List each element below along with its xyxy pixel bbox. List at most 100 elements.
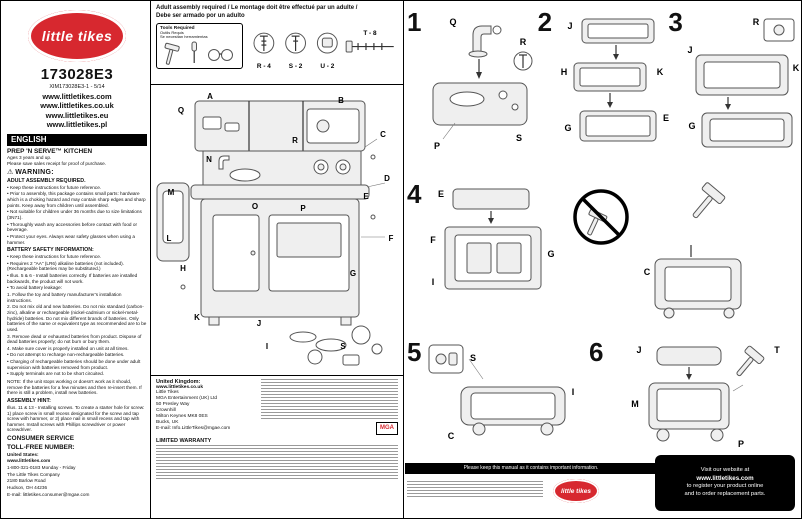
- service-region: United States:: [7, 451, 39, 457]
- part-label: C: [448, 431, 455, 441]
- panel-upper: [695, 54, 789, 96]
- screwdriver-icon: [191, 41, 197, 64]
- uk-line: Milton Keynes MK8 0ES: [156, 414, 208, 420]
- part-label: G: [689, 121, 696, 131]
- step-2-number: 2: [537, 7, 553, 37]
- battery-line: • Requires 2 "AA" (LR6) alkaline batteri…: [7, 260, 125, 272]
- step-5-diagram: S I C: [428, 344, 575, 441]
- part-label: P: [300, 204, 306, 213]
- panel-middle: [573, 62, 647, 92]
- header-en: Adult assembly required: [156, 5, 227, 11]
- battery-line: 1. Follow the toy and battery manufactur…: [7, 292, 122, 303]
- registered-mark: ®: [114, 48, 118, 54]
- part-label: M: [631, 399, 639, 409]
- part-label: E: [438, 189, 444, 199]
- tools-title: Tools Required: [160, 25, 195, 31]
- part-label: A: [207, 92, 213, 101]
- part-label: P: [738, 439, 744, 449]
- backsplash-part: [202, 150, 362, 185]
- part-label: C: [380, 130, 386, 139]
- part-label: K: [656, 67, 663, 77]
- assembled-base-part: [654, 245, 742, 319]
- hammer-icon: [164, 42, 180, 65]
- part-label: L: [167, 234, 172, 243]
- step-5: 5 S I C: [405, 333, 587, 455]
- exploded-view-section: A B C D E F G H I J K L M N O P Q R S: [151, 85, 403, 375]
- part-label: C: [644, 267, 651, 277]
- faucet-part: [468, 25, 502, 58]
- part-label: I: [432, 277, 435, 287]
- screw-dot: [370, 214, 376, 219]
- screw-s-icon: [285, 32, 307, 53]
- part-label: F: [430, 235, 436, 245]
- warning-icon: ⚠: [7, 168, 14, 176]
- exploded-diagram: A B C D E F G H I J K L M N O P Q R S: [156, 92, 394, 365]
- warning-bullet: • Thoroughly wash any accessories before…: [7, 221, 138, 233]
- screw-dot: [180, 284, 186, 289]
- part-label: E: [663, 113, 669, 123]
- website-link: www.littletikes.co.uk: [40, 101, 114, 111]
- part-callout: [428, 344, 464, 374]
- uk-line: Bucks, UK: [156, 420, 179, 426]
- accessories-parts: [289, 325, 383, 365]
- down-arrow: [612, 45, 619, 60]
- website-link: www.littletikes.com: [42, 92, 112, 101]
- down-arrow: [488, 211, 494, 224]
- part-label: I: [572, 387, 575, 397]
- part-label: R: [292, 136, 298, 145]
- hardware-label: S - 2: [289, 62, 303, 69]
- step-4: 4: [405, 175, 797, 333]
- battery-line: • To avoid battery leakage:: [7, 285, 62, 291]
- part-label: G: [564, 123, 571, 133]
- part-code: XIM173028E3-1 - 5/14: [49, 84, 105, 90]
- step-6-number: 6: [589, 337, 604, 367]
- mga-logo: MGA: [376, 421, 398, 435]
- tools-subtitle-es: Se necesitan herramientas: [160, 34, 208, 40]
- safety-glasses-icon: [208, 49, 233, 62]
- part-label: M: [168, 188, 175, 197]
- service-line: The Little Tikes Company: [7, 471, 60, 477]
- door-part: [156, 182, 190, 261]
- footer: Please keep this manual as it contains i…: [405, 455, 797, 515]
- promo-line: and to order replacement parts.: [684, 491, 766, 498]
- battery-line: • Illus. 5 & 6 - Install batteries corre…: [7, 273, 138, 284]
- battery-line: • Charging of rechargeable batteries sho…: [7, 359, 141, 370]
- step-5-number: 5: [407, 337, 422, 367]
- assembly-steps: 1: [405, 3, 800, 518]
- service-line: 1-800-321-0183 Monday - Friday: [7, 465, 76, 471]
- warning-bullet: • Not suitable for children under 36 mon…: [7, 209, 142, 220]
- little-tikes-logo-small: little tikes: [553, 479, 599, 503]
- note-text: NOTE: If the unit stops working or doesn…: [7, 379, 142, 396]
- no-hammer-icon: [573, 189, 629, 245]
- countertop-part: [432, 82, 528, 126]
- tools-required-box: Tools Required Outils Requis Se necesita…: [156, 22, 244, 70]
- hutch-part: [194, 100, 366, 151]
- step-1-number: 1: [407, 7, 422, 37]
- hardware-label: T - 8: [364, 30, 378, 37]
- hammer-icon: [736, 345, 765, 377]
- service-line: 2180 Barlow Road: [7, 478, 46, 484]
- part-label: P: [434, 141, 440, 151]
- uk-line: www.littletikes.co.uk: [156, 384, 204, 390]
- keep-manual-bar: Please keep this manual as it contains i…: [405, 463, 657, 474]
- down-arrow: [606, 93, 613, 108]
- part-label: J: [257, 319, 261, 328]
- service-line: E-mail: littletikes.consumer@mgae.com: [7, 491, 90, 497]
- part-label: I: [266, 342, 268, 351]
- logo-text: little tikes: [41, 28, 113, 44]
- assembly-hint-text: Illus. 11 & 13 - Installing screws. To c…: [7, 404, 145, 433]
- step-1-diagram: Q R P S: [432, 17, 533, 151]
- tollfree-title: TOLL-FREE NUMBER:: [7, 444, 75, 452]
- part-label: S: [470, 353, 476, 363]
- website-promo-box: Visit our website at www.littletikes.com…: [655, 455, 795, 511]
- cap-u-icon: [317, 32, 339, 53]
- part-label: G: [547, 249, 554, 259]
- language-bar: ENGLISH: [7, 133, 147, 146]
- warranty-fine-print: [156, 444, 398, 479]
- base-platform-part: [460, 386, 566, 436]
- hardware-label: U - 2: [321, 62, 335, 69]
- down-arrow: [686, 367, 692, 380]
- down-arrow: [476, 59, 482, 79]
- tools-icons: [164, 41, 233, 65]
